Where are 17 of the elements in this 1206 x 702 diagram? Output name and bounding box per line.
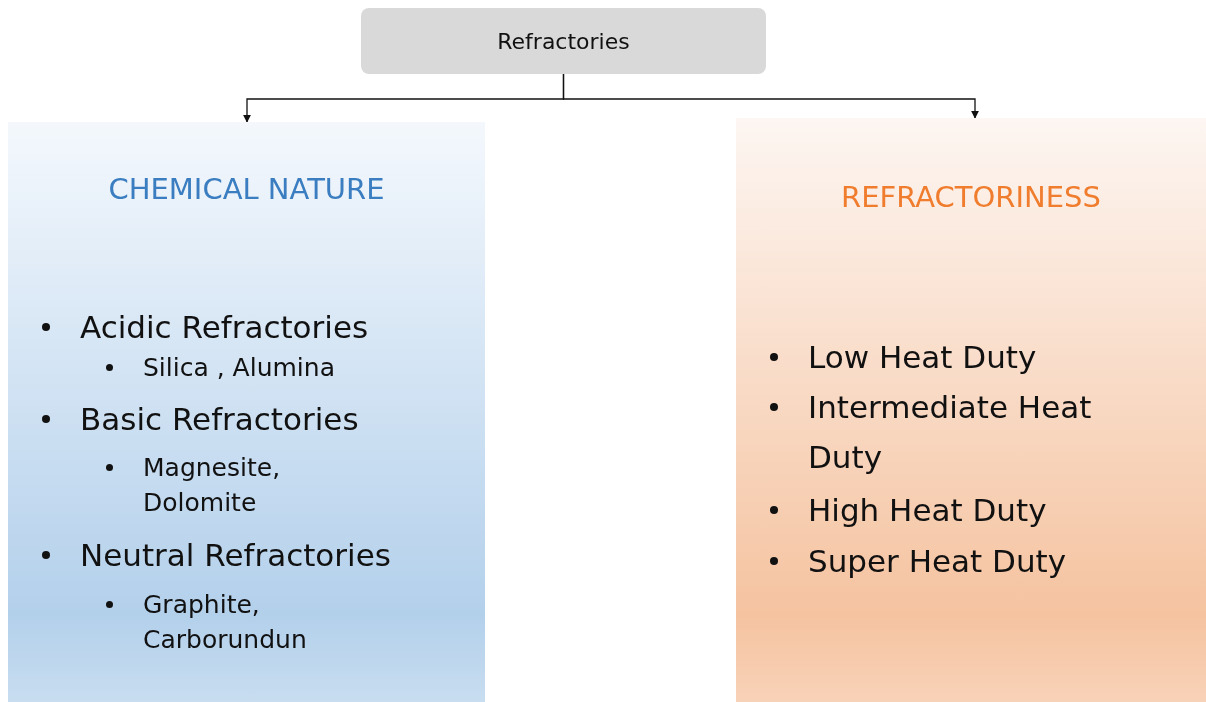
list-item: Low Heat Duty <box>808 338 1038 377</box>
category-panel <box>736 118 1206 702</box>
list-item: High Heat Duty <box>808 491 1048 530</box>
panel-heading: CHEMICAL NATURE <box>107 172 386 206</box>
arrow <box>562 73 979 119</box>
list-item: Basic Refractories <box>80 400 360 439</box>
box-label: Refractories <box>497 28 630 54</box>
sub-list-item: Graphite, Carborundun <box>143 589 308 656</box>
sub-list-item: Magnesite, Dolomite <box>143 452 282 519</box>
list-item: Neutral Refractories <box>80 536 392 575</box>
root-box <box>361 8 766 74</box>
panel-heading: REFRACTORINESS <box>840 180 1102 214</box>
category-panel <box>8 122 485 702</box>
list-item: Intermediate Heat Duty <box>808 388 1093 477</box>
list-item: Super Heat Duty <box>808 542 1068 581</box>
list-item: Acidic Refractories <box>80 308 370 347</box>
sub-list-item: Silica , Alumina <box>143 352 336 384</box>
